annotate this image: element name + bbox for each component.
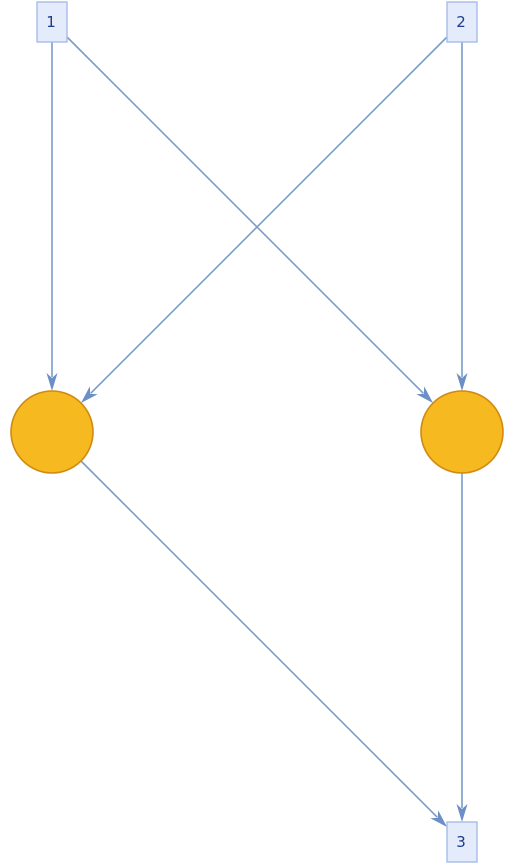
box-node-n3: 3 (446, 821, 478, 863)
arrowhead-n2-to-c2 (456, 373, 468, 391)
nodes-layer: 1 2 3 (10, 1, 504, 863)
circle-node-c2 (420, 390, 504, 474)
arrowhead-c2-to-n3 (456, 804, 468, 822)
edges-layer (46, 36, 468, 827)
node-label-n1: 1 (46, 13, 56, 31)
circle-node-c1 (10, 390, 94, 474)
box-node-n1: 1 (36, 1, 68, 43)
arrowhead-n1-to-c1 (46, 373, 58, 391)
arrowhead-n1-to-c2 (416, 386, 433, 403)
edge-n2-to-c1 (90, 36, 448, 394)
box-shape-n3 (446, 821, 478, 863)
box-shape-n2 (446, 1, 478, 43)
node-label-n3: 3 (456, 833, 466, 851)
box-shape-n1 (36, 1, 68, 43)
circle-shape-c1 (10, 390, 94, 474)
edge-c1-to-n3 (80, 460, 438, 818)
node-label-n2: 2 (456, 13, 466, 31)
arrowhead-n2-to-c1 (81, 386, 98, 403)
box-node-n2: 2 (446, 1, 478, 43)
circle-shape-c2 (420, 390, 504, 474)
edge-n1-to-c2 (66, 36, 424, 394)
arrowhead-c1-to-n3 (430, 810, 447, 827)
